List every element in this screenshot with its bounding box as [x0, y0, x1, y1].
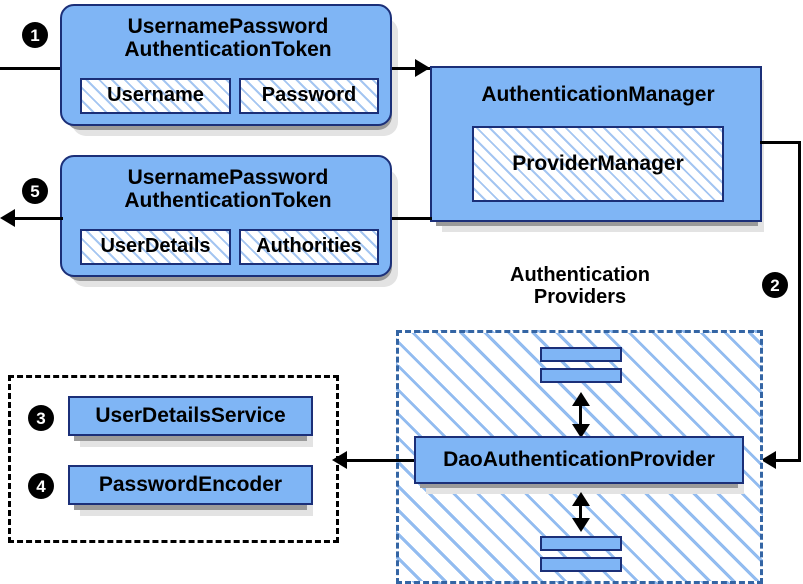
- request-token-title: UsernamePassword AuthenticationToken: [124, 15, 332, 61]
- request-token-field-password-label: Password: [261, 84, 357, 107]
- password-encoder-label: PasswordEncoder: [98, 472, 283, 496]
- manager-to-provider-arrowhead: [761, 451, 776, 469]
- provider-to-collaborators-arrowhead: [332, 451, 347, 469]
- request-token-field-username: Username: [80, 78, 231, 114]
- step-marker-4: 4: [28, 473, 54, 499]
- response-token-field-authorities: Authorities: [239, 229, 379, 265]
- manager-to-response-line: [392, 217, 432, 220]
- collaborators-region: [8, 375, 339, 543]
- manager-to-provider-line-vertical: [798, 141, 801, 462]
- provider-placeholder-bottom-bar-2: [540, 557, 622, 572]
- bottom-link-line: [579, 498, 582, 522]
- response-output-line: [15, 217, 63, 220]
- request-token-field-password: Password: [239, 78, 379, 114]
- user-details-service-label: UserDetailsService: [95, 403, 286, 427]
- provider-manager-label: ProviderManager: [512, 151, 684, 175]
- step-marker-1: 1: [22, 22, 48, 48]
- provider-placeholder-bottom-bar-1: [540, 536, 622, 551]
- request-token-box[interactable]: UsernamePassword AuthenticationToken Use…: [60, 4, 392, 126]
- provider-to-collaborators-line: [347, 459, 414, 462]
- step-marker-5: 5: [22, 178, 48, 204]
- response-token-field-authorities-label: Authorities: [256, 235, 362, 258]
- dao-provider-box[interactable]: DaoAuthenticationProvider: [414, 436, 744, 484]
- incoming-request-line: [0, 67, 78, 70]
- authentication-manager-box[interactable]: AuthenticationManager ProviderManager: [430, 66, 762, 222]
- provider-placeholder-top-bar-1: [540, 347, 622, 362]
- token-to-manager-arrowhead: [415, 59, 430, 77]
- request-token-field-username-label: Username: [107, 84, 204, 107]
- response-token-field-userdetails-label: UserDetails: [100, 235, 211, 258]
- response-output-arrowhead: [0, 209, 15, 227]
- top-link-line: [579, 398, 582, 428]
- response-token-title: UsernamePassword AuthenticationToken: [124, 166, 332, 212]
- top-link-arrowhead-down: [572, 424, 590, 438]
- bottom-link-arrowhead-down: [572, 518, 590, 532]
- response-token-box[interactable]: UsernamePassword AuthenticationToken Use…: [60, 155, 392, 277]
- user-details-service-box[interactable]: UserDetailsService: [68, 396, 313, 436]
- authentication-manager-title: AuthenticationManager: [481, 82, 715, 106]
- manager-to-provider-line-top: [760, 141, 801, 144]
- step-marker-3: 3: [28, 405, 54, 431]
- provider-placeholder-top-bar-2: [540, 368, 622, 383]
- token-to-manager-line: [392, 67, 430, 70]
- step-marker-2: 2: [762, 272, 788, 298]
- dao-provider-label: DaoAuthenticationProvider: [443, 447, 715, 471]
- manager-to-provider-line-bottom: [766, 459, 801, 462]
- response-token-field-userdetails: UserDetails: [80, 229, 231, 265]
- authentication-providers-caption: Authentication Providers: [510, 264, 650, 308]
- provider-manager-box[interactable]: ProviderManager: [472, 126, 724, 202]
- password-encoder-box[interactable]: PasswordEncoder: [68, 465, 313, 505]
